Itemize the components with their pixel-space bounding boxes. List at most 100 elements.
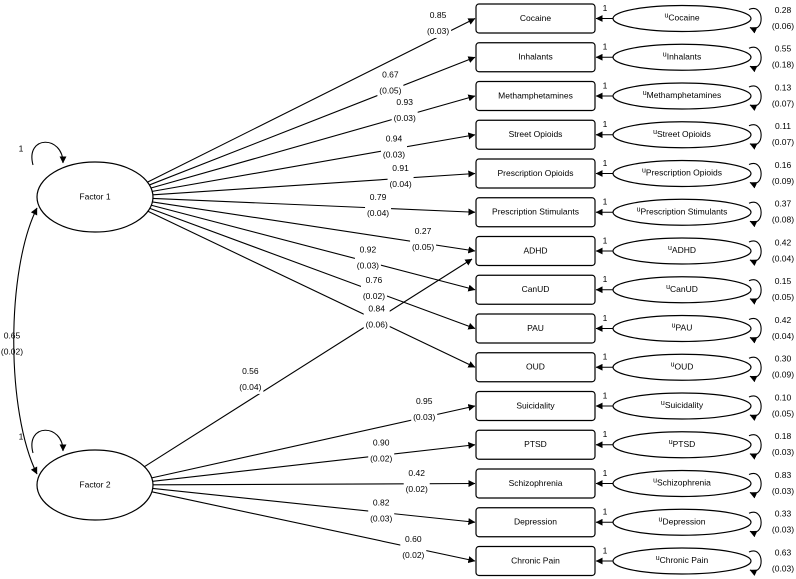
residual-ellipse [612,508,752,536]
loading-se: (0.03) [413,412,435,422]
residual-variance-value: 0.13 [775,82,792,92]
residual-loading-value: 1 [603,3,608,13]
residual-name: Schizophrenia [657,478,711,488]
residual-variance-loop [748,434,762,460]
loading-label-backing [411,395,438,424]
residual-prefix: u [642,167,646,174]
residual-variance-value: 0.11 [775,121,791,131]
loading-path [150,94,476,189]
loading-label-backing [380,133,407,162]
loading-path [149,56,476,186]
residual-variance-loop [748,162,762,189]
paths-layer [13,7,762,576]
loading-se: (0.04) [367,208,389,218]
loading-label-backing [391,96,418,125]
residual-prefix: u [666,284,670,291]
indicator-node [475,313,596,344]
residual-variance-se: (0.08) [772,215,794,225]
residual-label: uCocaine [664,12,699,22]
indicator-node [475,197,596,228]
loading-estimate: 0.84 [368,303,385,313]
residual-prefix: u [671,361,675,368]
indicator-node [475,235,596,267]
residual-loading-value: 1 [603,80,608,90]
factor-ellipse [36,449,154,521]
factor-variance-value: 1 [19,143,24,153]
loading-estimate: 0.93 [396,97,413,107]
residual-ellipse [612,159,752,188]
loading-path [144,258,473,468]
indicator-label: Cocaine [520,13,551,23]
factor-label: Factor 1 [79,191,110,201]
residual-variance-value: 0.28 [775,5,792,15]
residual-variance-value: 0.37 [775,199,792,209]
loading-se: (0.04) [389,179,411,189]
residual-variance-loop [748,124,762,150]
indicator-box [475,158,596,189]
residual-label: uDepression [659,516,706,526]
indicator-label: Prescription Opioids [497,168,573,178]
loading-path [151,491,476,564]
loading-label-backing [387,162,414,191]
residual-name: Street Opioids [657,129,711,139]
residual-ellipse [612,431,752,459]
indicator-box [475,3,596,34]
residual-prefix: u [661,400,665,407]
loading-estimate: 0.60 [405,534,422,544]
indicator-box [475,80,596,112]
residual-variance-se: (0.04) [772,331,794,341]
residual-loading-value: 1 [603,468,608,478]
indicator-label: PTSD [524,439,547,449]
residual-prefix: u [656,555,660,562]
residual-name: Depression [662,517,705,527]
indicator-node [475,80,596,112]
loading-label-backing [403,467,430,496]
residual-loading-value: 1 [603,42,608,52]
residual-name: PTSD [673,439,696,449]
residual-variance-se: (0.09) [772,370,794,380]
loading-label-backing [400,533,427,562]
indicator-box [475,545,596,577]
residual-label: uInhalants [663,51,701,61]
indicator-node [475,468,596,499]
loading-path [152,170,476,196]
residual-ellipse [612,469,752,498]
residual-variance-loop [748,511,762,538]
residual-label: uSuicidality [661,400,704,410]
residual-loading-value: 1 [603,197,608,207]
indicator-node [475,545,596,577]
residual-label: uPTSD [669,439,696,449]
residual-prefix: u [653,129,657,136]
loading-label-backing [368,437,395,466]
nodes-layer [36,3,752,577]
residual-label: uPAU [672,322,693,332]
residual-variance-se: (0.07) [772,137,794,147]
residual-variance-se: (0.03) [772,563,794,573]
residual-variance-value: 0.55 [775,44,792,54]
residual-loading-value: 1 [603,274,608,284]
loading-se: (0.04) [239,382,261,392]
factor-covariance-estimate: 0.65 [4,330,21,340]
residual-ellipse [612,198,752,226]
residual-variance-loop [748,317,762,344]
indicator-box [475,313,596,344]
residual-name: PAU [676,323,693,333]
residual-prefix: u [653,477,657,484]
residual-loading-value: 1 [603,313,608,323]
loading-label-backing [237,365,264,394]
residual-variance-se: (0.18) [772,60,794,70]
loading-se: (0.03) [427,26,449,36]
factor-variance-loop [31,429,67,454]
residual-variance-loop [748,550,762,576]
residual-variance-value: 0.42 [775,237,792,247]
residual-ellipse [612,237,752,265]
loading-se: (0.03) [370,514,392,524]
indicator-node [475,274,596,305]
residual-label: uMethamphetamines [643,90,722,100]
residual-loading-value: 1 [603,545,608,555]
residual-name: Cocaine [668,13,699,23]
residual-loading-value: 1 [603,119,608,129]
loading-label-backing [365,191,392,220]
residual-variance-se: (0.06) [772,21,794,31]
